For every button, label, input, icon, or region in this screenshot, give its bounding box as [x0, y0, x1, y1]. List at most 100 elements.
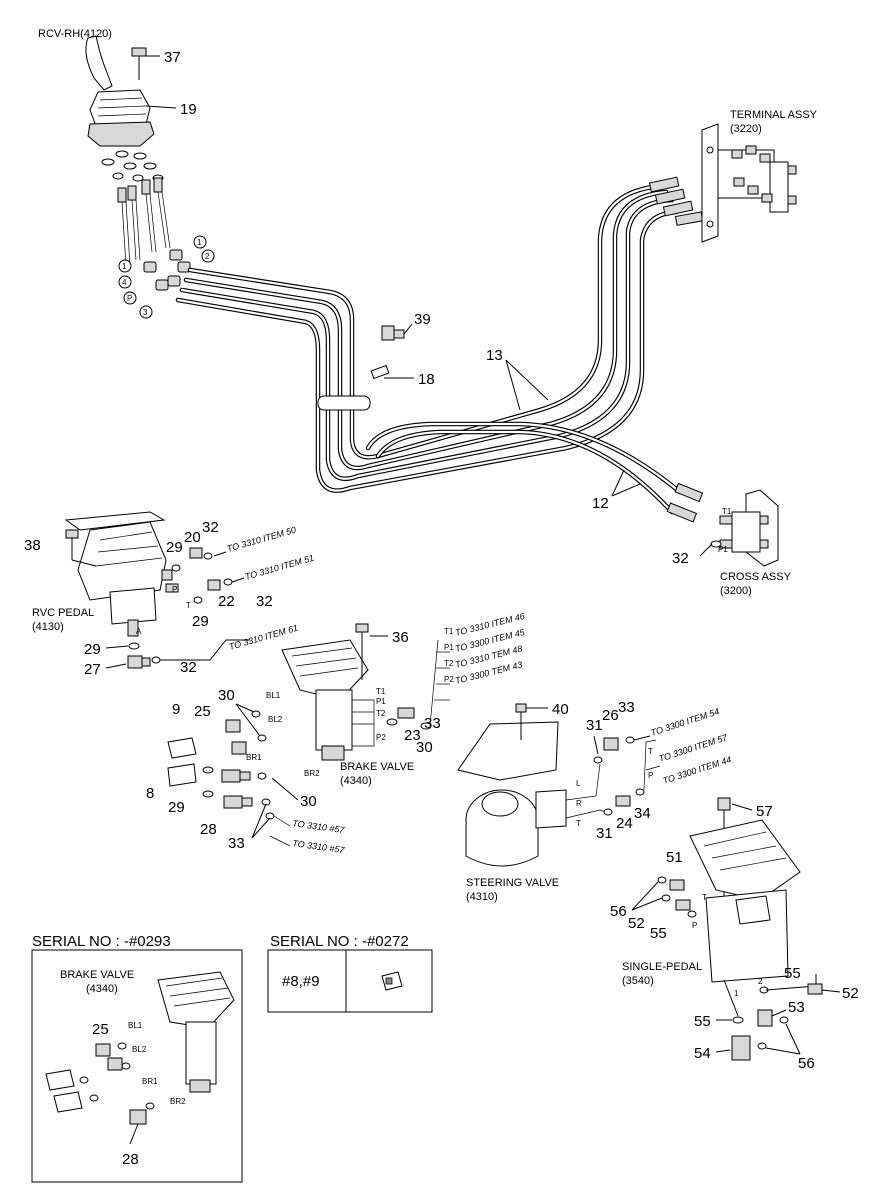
port-p2: P2: [376, 733, 386, 742]
callout-20: 20: [184, 529, 201, 546]
st-port-t: T: [648, 747, 653, 756]
single-pedal: 57 SINGLE-PEDAL (3540) P T 1 2 51 56 52 …: [610, 797, 859, 1072]
callout-39: 39: [414, 311, 431, 328]
ref-3310-51: TO 3310 ITEM 51: [244, 553, 315, 582]
inset-a-brake-code: (4340): [86, 983, 118, 995]
port-br2: BR2: [304, 769, 320, 778]
cross-assy-code: (3200): [720, 585, 752, 597]
callout-29a: 29: [166, 539, 183, 556]
callout-56a: 56: [610, 903, 627, 920]
callout-23: 23: [404, 727, 421, 744]
port-bl1: BL1: [266, 691, 281, 700]
terminal-assy: TERMINAL ASSY (3220): [701, 109, 818, 243]
callout-30a: 30: [218, 687, 235, 704]
callout-30c: 30: [416, 739, 433, 756]
callout-33b: 33: [424, 715, 441, 732]
callout-32b: 32: [202, 519, 219, 536]
inset-a-brake-label: BRAKE VALVE: [60, 969, 134, 981]
callout-8: 8: [146, 785, 154, 802]
rcv-port-1b: 1: [122, 262, 127, 271]
callout-36: 36: [392, 629, 409, 646]
callout-22: 22: [218, 593, 235, 610]
inset-a-br2: BR2: [170, 1097, 186, 1106]
callout-18: 18: [418, 371, 435, 388]
cross-assy: T1 P1 32 CROSS ASSY (3200): [672, 489, 792, 597]
callout-52a: 52: [628, 915, 645, 932]
callout-55c: 55: [694, 1013, 711, 1030]
port-br1: BR1: [246, 753, 262, 762]
inset-a-bl1: BL1: [128, 1021, 143, 1030]
fan-t1: T1: [444, 627, 454, 636]
inset-b-serial: SERIAL NO : -#0272: [270, 933, 409, 950]
callout-31b: 31: [596, 825, 613, 842]
terminal-assy-code: (3220): [730, 123, 762, 135]
brake-valve-code: (4340): [340, 775, 372, 787]
sp-port-t: T: [702, 893, 707, 902]
sv-port-t: T: [576, 819, 581, 828]
inset-serial-0293: SERIAL NO : -#0293 BRAKE VALVE (4340) 25…: [31, 933, 243, 1183]
port-p1: P1: [376, 697, 386, 706]
ref-3310-50: TO 3310 ITEM 50: [226, 525, 297, 554]
rcv-port-4: 4: [122, 278, 127, 287]
callout-30b: 30: [300, 793, 317, 810]
callout-53: 53: [788, 999, 805, 1016]
rvc-pedal: 38 RVC PEDAL (4130) P T A 29 20 32 TO 33…: [24, 511, 315, 678]
st-port-p: P: [648, 771, 653, 780]
rcv-port-2: 2: [205, 252, 210, 261]
callout-32a: 32: [672, 550, 689, 567]
inset-a-bl2: BL2: [132, 1045, 147, 1054]
rvc-port-t: T: [186, 601, 191, 610]
callout-54: 54: [694, 1045, 711, 1062]
ref-3300-54: TO 3300 ITEM 54: [650, 706, 721, 738]
callout-55a: 55: [650, 925, 667, 942]
cross-port-p1: P1: [718, 545, 728, 554]
callout-13: 13: [486, 347, 503, 364]
rcv-rh-label: RCV-RH(4120): [38, 28, 112, 40]
callout-29c: 29: [84, 641, 101, 658]
single-pedal-code: (3540): [622, 975, 654, 987]
callout-12: 12: [592, 495, 609, 512]
steering-valve-code: (4310): [466, 891, 498, 903]
inset-a-serial: SERIAL NO : -#0293: [32, 933, 171, 950]
port-t1: T1: [376, 687, 386, 696]
ref-3310-57b: TO 3310 #57: [292, 838, 346, 855]
rcv-port-1a: 1: [197, 238, 202, 247]
callout-38: 38: [24, 537, 41, 554]
rcv-port-3: 3: [143, 308, 148, 317]
callout-56b: 56: [798, 1055, 815, 1072]
rvc-port-a: A: [136, 627, 142, 636]
callout-27: 27: [84, 661, 101, 678]
callout-19: 19: [180, 101, 197, 118]
inset-a-callout-28: 28: [122, 1151, 139, 1168]
hose-bundle-13: 13: [175, 176, 704, 493]
callout-52b: 52: [842, 985, 859, 1002]
rcv-port-p: P: [127, 294, 132, 303]
clamp-18: 18: [317, 364, 435, 411]
port-t2: T2: [376, 709, 386, 718]
sv-port-r: R: [576, 799, 582, 808]
callout-31a: 31: [586, 717, 603, 734]
callout-55b: 55: [784, 965, 801, 982]
fan-t2: T2: [444, 659, 454, 668]
callout-33c: 33: [618, 699, 635, 716]
callout-32d: 32: [180, 659, 197, 676]
brake-valve-label: BRAKE VALVE: [340, 761, 414, 773]
cross-port-t1: T1: [722, 507, 732, 516]
rvc-pedal-code: (4130): [32, 621, 64, 633]
hose-12: 12: [365, 421, 704, 523]
rvc-pedal-label: RVC PEDAL: [32, 607, 94, 619]
steering-valve-label: STEERING VALVE: [466, 877, 559, 889]
callout-40: 40: [552, 701, 569, 718]
inset-serial-0272: SERIAL NO : -#0272 #8,#9: [267, 933, 433, 1013]
single-pedal-label: SINGLE-PEDAL: [622, 961, 702, 973]
sp-port-p: P: [692, 921, 697, 930]
callout-9: 9: [172, 701, 180, 718]
callout-26: 26: [602, 707, 619, 724]
bolt-39: 39: [381, 311, 431, 341]
callout-33a: 33: [228, 835, 245, 852]
callout-57: 57: [756, 803, 773, 820]
fan-p2: P2: [444, 675, 454, 684]
cross-assy-label: CROSS ASSY: [720, 571, 792, 583]
callout-34: 34: [634, 805, 651, 822]
